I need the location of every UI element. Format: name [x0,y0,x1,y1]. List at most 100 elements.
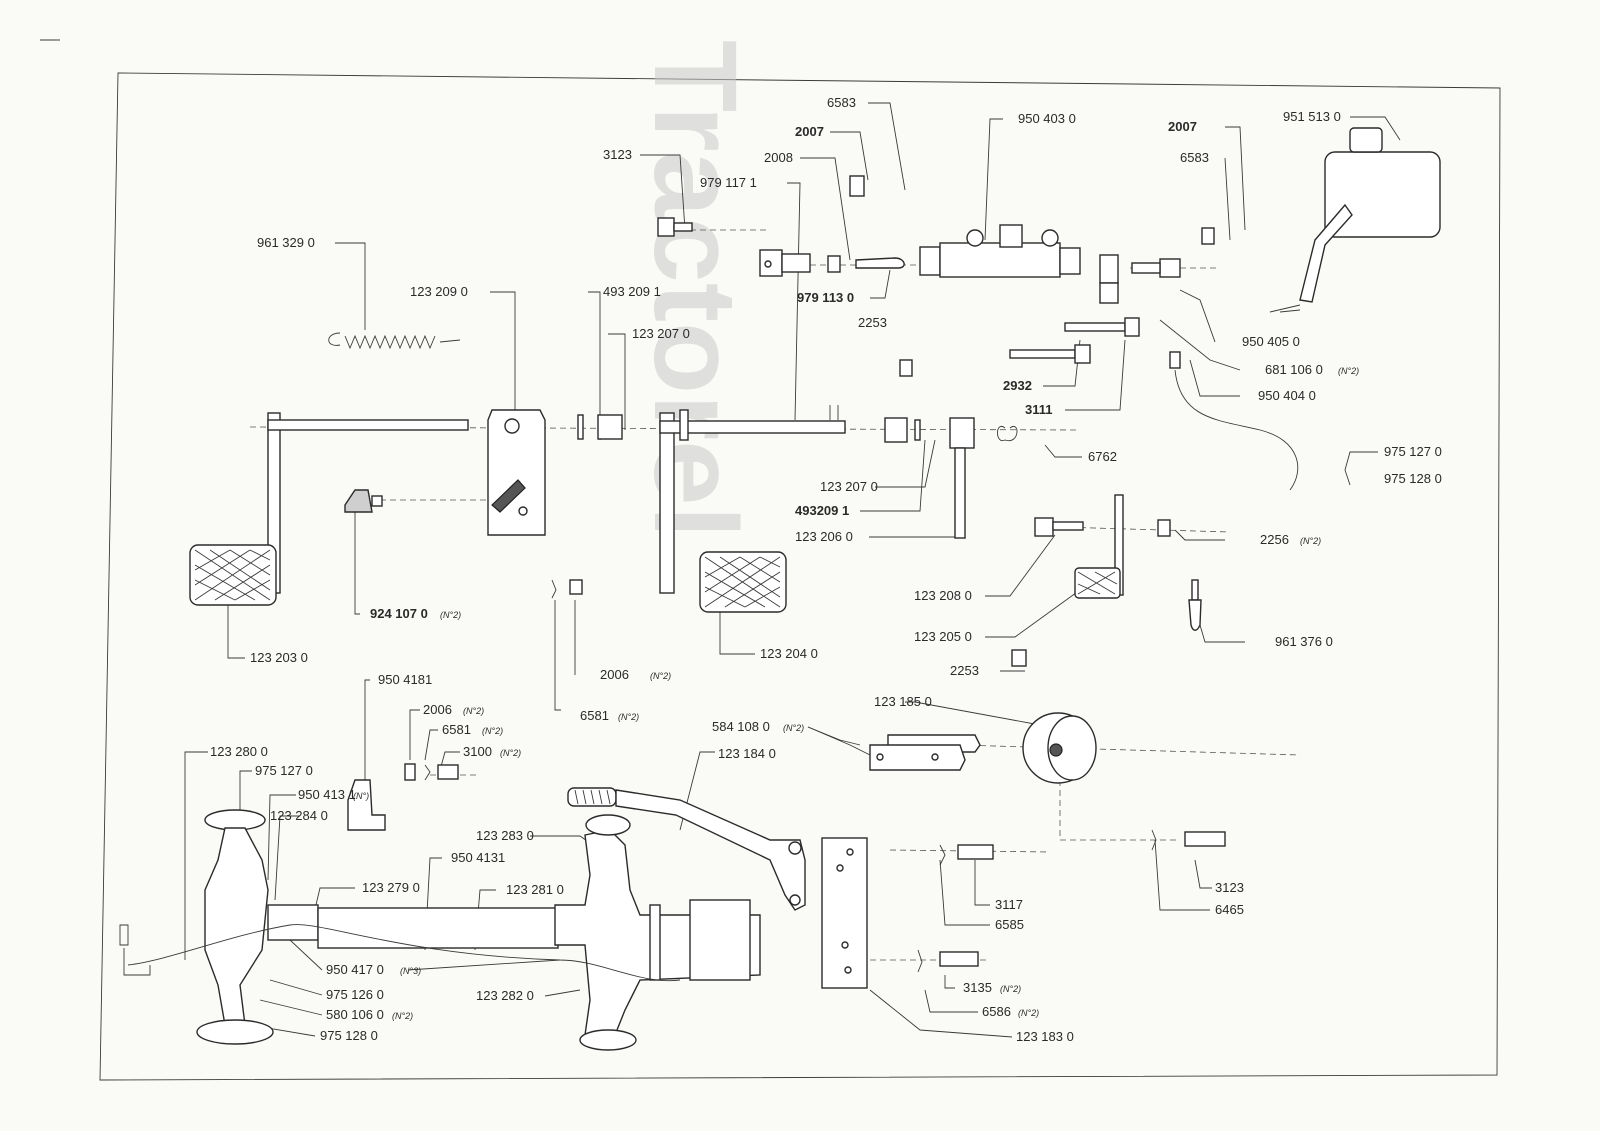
bush-right [884,417,908,443]
label-3123: 3123 [603,147,632,162]
label-123-185-0: 123 185 0 [874,694,932,709]
nut-2256 [1157,519,1171,537]
label-123-208-0: 123 208 0 [914,588,972,603]
label-2008: 2008 [764,150,793,165]
push-rod [855,257,905,269]
label-6581-low-qty: (N°2) [482,726,503,736]
label-123-283-0: 123 283 0 [476,828,534,843]
label-6583: 6583 [827,95,856,110]
mounting-plate [821,837,868,989]
label-924-107-0-qty: (N°2) [440,610,461,620]
label-6583-right: 6583 [1180,150,1209,165]
link-plates [869,734,981,771]
label-2006-qty: (N°2) [650,671,671,681]
label-3117: 3117 [995,897,1023,912]
pulley [1022,712,1097,784]
bush-left [597,414,623,440]
label-681-106-0-qty: (N°2) [1338,366,1359,376]
label-2253-top: 2253 [858,315,887,330]
label-123-284-0: 123 284 0 [270,808,328,823]
label-681-106-0: 681 106 0 [1265,362,1323,377]
hand-brake-lever [567,787,806,911]
label-950-417-0: 950 417 0 [326,962,384,977]
label-580-106-0-qty: (N°2) [392,1011,413,1021]
label-123-203-0: 123 203 0 [250,650,308,665]
label-2006-low: 2006 [423,702,452,717]
label-123-206-0: 123 206 0 [795,529,853,544]
label-6762: 6762 [1088,449,1117,464]
bracket-950-4131 [347,779,386,831]
master-cylinder [919,224,1081,278]
return-spring [328,332,461,350]
label-2006-low-qty: (N°2) [463,706,484,716]
label-123-279-0: 123 279 0 [362,880,420,895]
pin-6585 [939,844,946,866]
washer-right [914,419,921,441]
bolt-3123-top-thread [673,222,693,232]
label-950-404-0: 950 404 0 [1258,388,1316,403]
label-3123-low: 3123 [1215,880,1244,895]
bolt-123-208 [1034,517,1054,537]
brake-pedal-right [659,405,846,613]
nut-2006-low [404,763,416,781]
label-950-403-0: 950 403 0 [1018,111,1076,126]
label-123-209-0: 123 209 0 [410,284,468,299]
adjuster-fork [759,249,811,277]
label-123-205-0: 123 205 0 [914,629,972,644]
label-979-117-1: 979 117 1 [700,175,757,190]
clevis-pin-6583 [849,175,865,197]
part-labels: 6583 950 403 0 2007 2007 951 513 0 3123 … [210,95,1442,1044]
bolt-3117 [957,844,994,860]
stop-bolt [344,489,383,513]
label-3100-qty: (N°2) [500,748,521,758]
brake-pipe [1169,351,1299,491]
washer-left [577,414,584,440]
label-123-183-0: 123 183 0 [1016,1029,1074,1044]
label-123-281-0: 123 281 0 [506,882,564,897]
label-123-204-0: 123 204 0 [760,646,818,661]
label-950-4131: 950 4131 [451,850,505,865]
label-6585: 6585 [995,917,1024,932]
label-493209-1: 493209 1 [795,503,849,518]
label-6586-qty: (N°2) [1018,1008,1039,1018]
label-3100: 3100 [463,744,492,759]
label-6581-low: 6581 [442,722,471,737]
bolt-123-208-thread [1052,521,1084,531]
bolt-3111 [1064,317,1140,337]
label-123-207-0: 123 207 0 [820,479,878,494]
label-6581: 6581 [580,708,609,723]
label-6581-qty: (N°2) [618,712,639,722]
label-950-4181: 950 4181 [378,672,432,687]
label-493-209-1: 493 209 1 [603,284,661,299]
label-950-405-0: 950 405 0 [1242,334,1300,349]
pin-6586 [917,949,923,973]
banjo-union [1099,254,1119,284]
label-3135: 3135 [963,980,992,995]
pin-6465 [1151,829,1157,851]
label-2006: 2006 [600,667,629,682]
label-123-282-0: 123 282 0 [476,988,534,1003]
label-2256-qty: (N°2) [1300,536,1321,546]
label-2932: 2932 [1003,378,1032,393]
label-924-107-0: 924 107 0 [370,606,428,621]
label-580-106-0: 580 106 0 [326,1007,384,1022]
watermark-text: Tractorel [629,40,761,538]
label-6465: 6465 [1215,902,1244,917]
nut-2006 [569,579,583,595]
bolt-3100 [437,764,459,780]
label-584-108-0-qty: (N°2) [783,723,804,733]
label-3135-qty: (N°2) [1000,984,1021,994]
label-975-126-0: 975 126 0 [326,987,384,1002]
bolt-3123-top [657,217,675,237]
label-975-128-0-top: 975 128 0 [1384,471,1442,486]
label-584-108-0: 584 108 0 [712,719,770,734]
small-pedal-bracket [1074,494,1124,599]
brake-pedal-left [189,412,469,606]
bolt-2932 [1009,344,1091,364]
circlip-6762 [997,425,1018,442]
label-950-417-0-qty: (N°3) [400,966,421,976]
label-2007: 2007 [795,124,824,139]
nut-2253-top [899,359,913,377]
pin-6581 [551,579,557,599]
label-975-128-0: 975 128 0 [320,1028,378,1043]
